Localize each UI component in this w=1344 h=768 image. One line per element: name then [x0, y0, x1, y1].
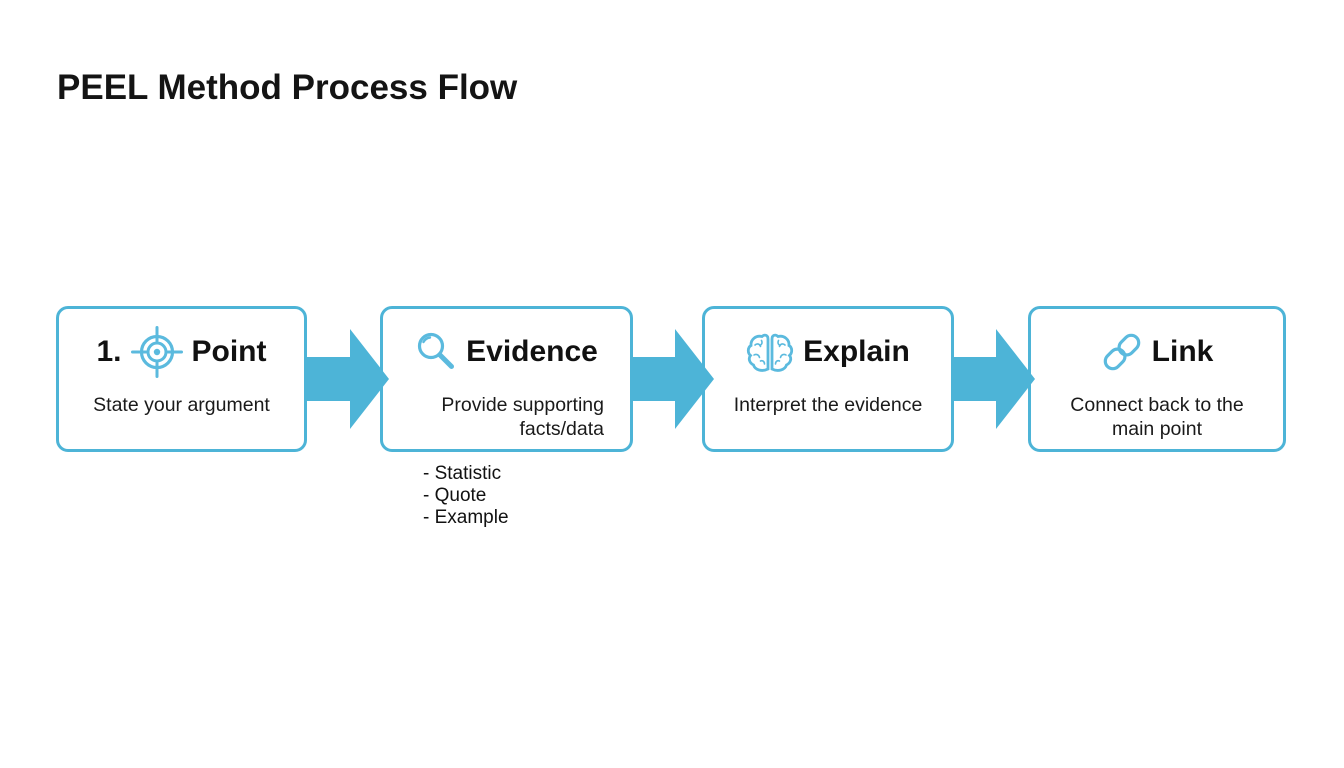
step-description: Provide supporting facts/data — [441, 394, 604, 440]
step-label: Point — [191, 335, 267, 368]
step-box-evidence: Evidence Provide supporting facts/data — [380, 306, 633, 452]
note-item: - Statistic — [423, 463, 502, 484]
step-label: Explain — [803, 335, 910, 368]
link-icon — [1103, 333, 1140, 371]
step-description: Connect back to the main point — [1070, 394, 1244, 440]
flow-arrow — [951, 329, 1035, 429]
evidence-notes-list: - Statistic - Quote - Example — [423, 463, 509, 529]
note-item: - Example — [423, 507, 509, 528]
step-box-point: 1. Point State your argument — [56, 306, 307, 452]
step-header: Link — [1101, 323, 1214, 381]
step-header: 1. Point — [96, 323, 267, 381]
step-number: 1. — [96, 335, 122, 368]
brain-icon — [747, 333, 794, 372]
step-label: Evidence — [466, 335, 598, 368]
page-title: PEEL Method Process Flow — [57, 68, 518, 107]
note-item: - Quote — [423, 485, 487, 506]
target-icon — [130, 326, 183, 378]
flow-arrow — [305, 329, 389, 429]
step-header: Evidence — [415, 323, 598, 381]
step-description: Interpret the evidence — [733, 394, 923, 416]
flow-arrow — [630, 329, 714, 429]
step-label: Link — [1151, 335, 1214, 368]
magnifier-icon — [418, 332, 455, 369]
step-header: Explain — [746, 323, 910, 381]
step-description: State your argument — [93, 394, 270, 416]
step-box-link: Link Connect back to the main point — [1028, 306, 1286, 452]
step-box-explain: Explain Interpret the evidence — [702, 306, 954, 452]
